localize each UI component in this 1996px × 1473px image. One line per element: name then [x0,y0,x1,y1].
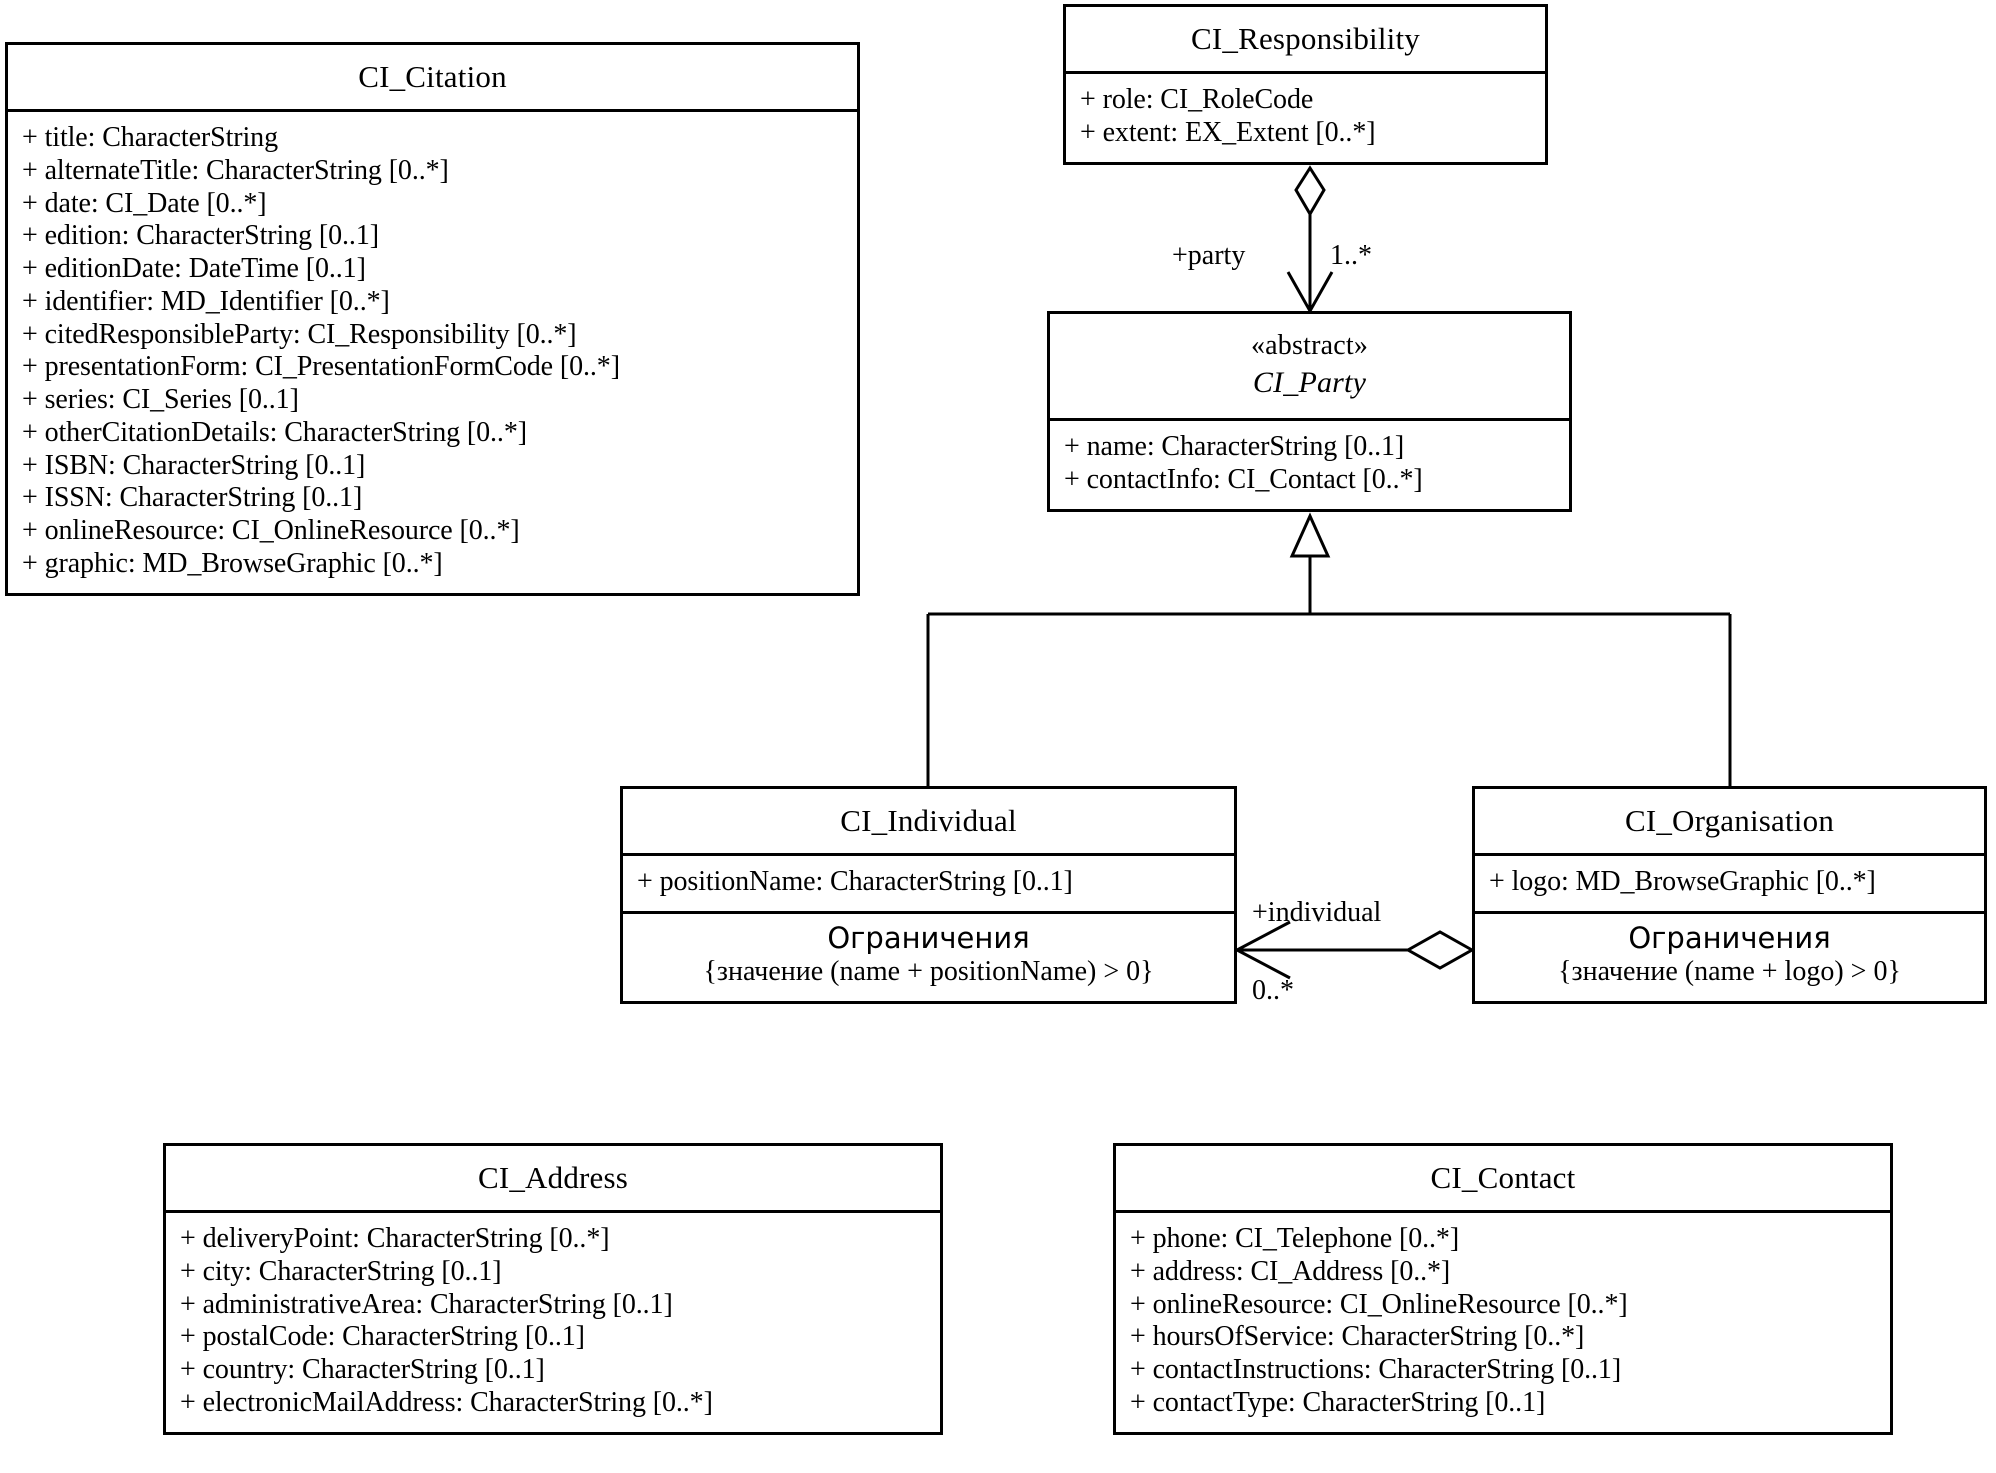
attribute-row: + name: CharacterString [0..1] [1064,431,1405,462]
arrowhead-individual [1233,920,1291,980]
attribute-row: + title: CharacterString [22,122,278,153]
class-ci-individual[interactable]: CI_Individual + positionName: CharacterS… [620,786,1237,1004]
attribute-row: + country: CharacterString [0..1] [180,1354,545,1385]
class-title-ci-party: «abstract» CI_Party [1050,314,1569,421]
attribute-row: + postalCode: CharacterString [0..1] [180,1321,585,1353]
attribute-compartment-ci-address: + deliveryPoint: CharacterString [0..*] … [166,1213,940,1432]
arrowhead-party [1286,271,1334,315]
attribute-compartment-ci-individual: + positionName: CharacterString [0..1] [623,856,1234,911]
class-title-ci-contact: CI_Contact [1116,1146,1890,1213]
attribute-compartment-ci-contact: + phone: CI_Telephone [0..*] + address: … [1116,1213,1890,1432]
constraint-header: Ограничения [827,920,1030,955]
aggregation-diamond-organisation [1404,930,1476,970]
attribute-row: + positionName: CharacterString [0..1] [637,866,1073,897]
attribute-row: + phone: CI_Telephone [0..*] [1130,1223,1460,1254]
class-ci-address[interactable]: CI_Address + deliveryPoint: CharacterStr… [163,1143,943,1435]
association-role-individual: +individual [1252,897,1382,928]
attribute-row: + alternateTitle: CharacterString [0..*] [22,154,449,186]
association-multiplicity-party: 1..* [1330,240,1372,271]
attribute-row: + ISBN: CharacterString [0..1] [22,449,366,481]
attribute-row: + deliveryPoint: CharacterString [0..*] [180,1223,610,1254]
constraint-compartment-ci-organisation: Ограничения {значение (name + logo) > 0} [1475,910,1984,1001]
attribute-compartment-ci-responsibility: + role: CI_RoleCode + extent: EX_Extent … [1066,74,1545,162]
attribute-row: + editionDate: DateTime [0..1] [22,253,366,284]
attribute-compartment-ci-citation: + title: CharacterString + alternateTitl… [8,112,857,593]
attribute-compartment-ci-party: + name: CharacterString [0..1] + contact… [1050,421,1569,509]
attribute-row: + contactInfo: CI_Contact [0..*] [1064,463,1423,495]
class-ci-citation[interactable]: CI_Citation + title: CharacterString + a… [5,42,860,596]
attribute-row: + city: CharacterString [0..1] [180,1255,502,1287]
attribute-row: + date: CI_Date [0..*] [22,187,267,219]
class-ci-contact[interactable]: CI_Contact + phone: CI_Telephone [0..*] … [1113,1143,1893,1435]
constraint-expression: {значение (name + logo) > 0} [1558,956,1901,988]
attribute-row: + edition: CharacterString [0..1] [22,220,379,252]
attribute-row: + otherCitationDetails: CharacterString … [22,416,527,448]
attribute-row: + logo: MD_BrowseGraphic [0..*] [1489,866,1876,897]
association-multiplicity-individual: 0..* [1252,975,1294,1006]
attribute-row: + citedResponsibleParty: CI_Responsibili… [22,318,577,350]
class-ci-party[interactable]: «abstract» CI_Party + name: CharacterStr… [1047,311,1572,512]
attribute-row: + address: CI_Address [0..*] [1130,1255,1451,1287]
constraint-header: Ограничения [1628,920,1831,955]
attribute-row: + hoursOfService: CharacterString [0..*] [1130,1321,1585,1353]
attribute-row: + electronicMailAddress: CharacterString… [180,1386,713,1418]
attribute-row: + onlineResource: CI_OnlineResource [0..… [1130,1288,1628,1320]
class-title-ci-individual: CI_Individual [623,789,1234,856]
class-title-ci-responsibility: CI_Responsibility [1066,7,1545,74]
attribute-row: + extent: EX_Extent [0..*] [1080,116,1376,148]
attribute-row: + graphic: MD_BrowseGraphic [0..*] [22,547,443,579]
attribute-row: + series: CI_Series [0..1] [22,384,299,415]
class-name-ci-party: CI_Party [1252,366,1367,399]
class-title-ci-organisation: CI_Organisation [1475,789,1984,856]
association-role-party: +party [1172,240,1246,271]
stereotype-abstract: «abstract» [1250,330,1369,361]
attribute-row: + presentationForm: CI_PresentationFormC… [22,351,620,383]
class-title-ci-citation: CI_Citation [8,45,857,112]
attribute-compartment-ci-organisation: + logo: MD_BrowseGraphic [0..*] [1475,856,1984,911]
attribute-row: + ISSN: CharacterString [0..1] [22,482,363,514]
attribute-row: + identifier: MD_Identifier [0..*] [22,285,390,317]
attribute-row: + contactType: CharacterString [0..1] [1130,1386,1546,1418]
attribute-row: + administrativeArea: CharacterString [0… [180,1288,673,1320]
attribute-row: + contactInstructions: CharacterString [… [1130,1354,1622,1385]
constraint-compartment-ci-individual: Ограничения {значение (name + positionNa… [623,910,1234,1001]
class-ci-organisation[interactable]: CI_Organisation + logo: MD_BrowseGraphic… [1472,786,1987,1004]
attribute-row: + onlineResource: CI_OnlineResource [0..… [22,515,520,546]
constraint-expression: {значение (name + positionName) > 0} [703,956,1154,988]
generalization-triangle-party [1289,512,1331,558]
aggregation-diamond-responsibility [1294,165,1326,217]
class-ci-responsibility[interactable]: CI_Responsibility + role: CI_RoleCode + … [1063,4,1548,165]
attribute-row: + role: CI_RoleCode [1080,84,1314,115]
class-title-ci-address: CI_Address [166,1146,940,1213]
